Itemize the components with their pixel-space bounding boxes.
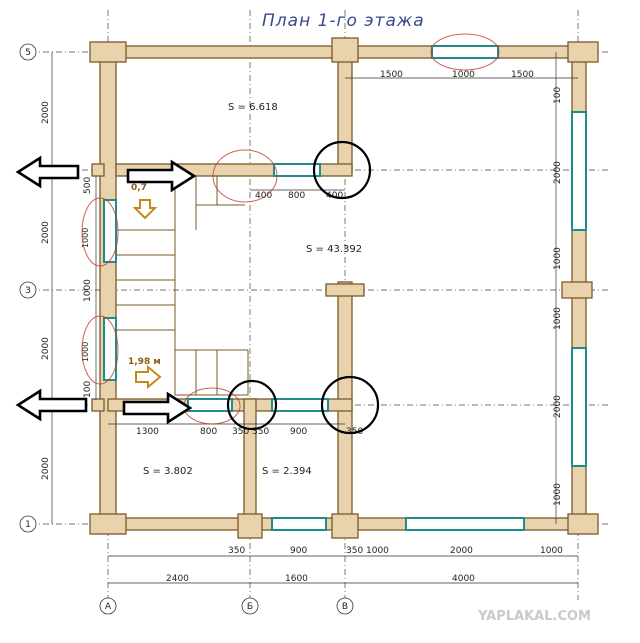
dim-left-inner-2: 1000 [81, 342, 90, 362]
axis-label-b: Б [247, 602, 253, 612]
dim-bottom-6: 1000 [540, 546, 563, 556]
dim-row-1: 1300 [136, 427, 159, 437]
dim-row-2: 800 [200, 427, 217, 437]
dim-mid-2: 800 [288, 191, 305, 201]
door-bath [271, 398, 329, 412]
axis-label-3: 3 [25, 286, 31, 296]
window-right-1 [571, 111, 587, 231]
dim-total-2: 1600 [285, 574, 308, 584]
dim-right-3: 1000 [553, 247, 563, 270]
window-left-2 [103, 317, 117, 381]
dim-bottom-4: 1000 [366, 546, 389, 556]
window-left-1 [103, 199, 117, 263]
dim-row-3: 350 [232, 427, 249, 437]
stair-label: 1,98 м [128, 357, 161, 367]
dim-right-2: 2000 [553, 161, 563, 184]
dim-mid-1: 400 [255, 191, 272, 201]
axis-label-1: 1 [25, 520, 31, 530]
door-inner [273, 163, 321, 177]
black-arrows [15, 155, 197, 425]
area-room-2: S = 43.392 [306, 244, 362, 255]
plan-title: План 1-го этажа [262, 11, 425, 31]
area-room-1: S = 6.618 [228, 102, 278, 113]
door-entry [187, 398, 233, 412]
arrow-right-icon [122, 391, 193, 425]
dim-bottom-5: 2000 [450, 546, 473, 556]
dim-row-4: 350 [252, 427, 269, 437]
dim-right-4: 1000 [553, 307, 563, 330]
window-bottom-1 [271, 517, 327, 531]
dim-right-5: 2000 [553, 395, 563, 418]
room-areas: S = 6.618 S = 43.392 S = 3.802 S = 2.394 [143, 102, 362, 477]
axis-bubbles-bottom: А Б В [99, 597, 354, 615]
dim-left-1: 2000 [41, 101, 51, 124]
walls [89, 37, 599, 539]
area-room-3: S = 3.802 [143, 466, 193, 477]
dim-left-2: 500 [83, 177, 93, 194]
axis-label-5: 5 [25, 48, 31, 58]
red-highlights [81, 33, 500, 425]
dim-total-1: 2400 [166, 574, 189, 584]
arrow-left-icon [15, 388, 88, 422]
dim-left-6: 100 [83, 381, 93, 398]
dim-left-7: 2000 [41, 457, 51, 480]
windows [103, 45, 587, 531]
dim-top-3: 1500 [511, 70, 534, 80]
axis-label-a: А [105, 602, 112, 612]
dim-left-5: 2000 [41, 337, 51, 360]
dim-bottom-3: 350 [346, 546, 363, 556]
axis-label-v: В [342, 602, 348, 612]
window-right-2 [571, 347, 587, 467]
staircase: 1,98 м 0,7 [116, 176, 249, 396]
watermark: YAPLAKAL.COM [477, 609, 591, 624]
dim-bottom-2: 900 [290, 546, 307, 556]
black-circles [226, 140, 380, 435]
arrow-right-icon [126, 159, 197, 193]
dim-left-3: 2000 [41, 221, 51, 244]
axis-bubbles-left: 5 3 1 [19, 43, 37, 533]
dim-right-6: 1000 [553, 483, 563, 506]
dim-top-2: 1000 [452, 70, 475, 80]
area-room-4: S = 2.394 [262, 466, 312, 477]
window-top [431, 45, 499, 59]
dim-left-4: 1000 [83, 279, 93, 302]
stair-down-arrow [132, 199, 158, 220]
arrow-left-icon [15, 155, 80, 189]
stair-right-arrow [135, 364, 162, 390]
dim-bottom-1: 350 [228, 546, 245, 556]
dim-row-5: 900 [290, 427, 307, 437]
dim-total-3: 4000 [452, 574, 475, 584]
window-bottom-2 [405, 517, 525, 531]
dimension-lines [51, 52, 578, 584]
dim-right-1: 100 [553, 87, 563, 104]
dim-left-inner-1: 1000 [81, 228, 90, 248]
stair-label-partial: 0,7 [131, 183, 147, 193]
dim-top-1: 1500 [380, 70, 403, 80]
